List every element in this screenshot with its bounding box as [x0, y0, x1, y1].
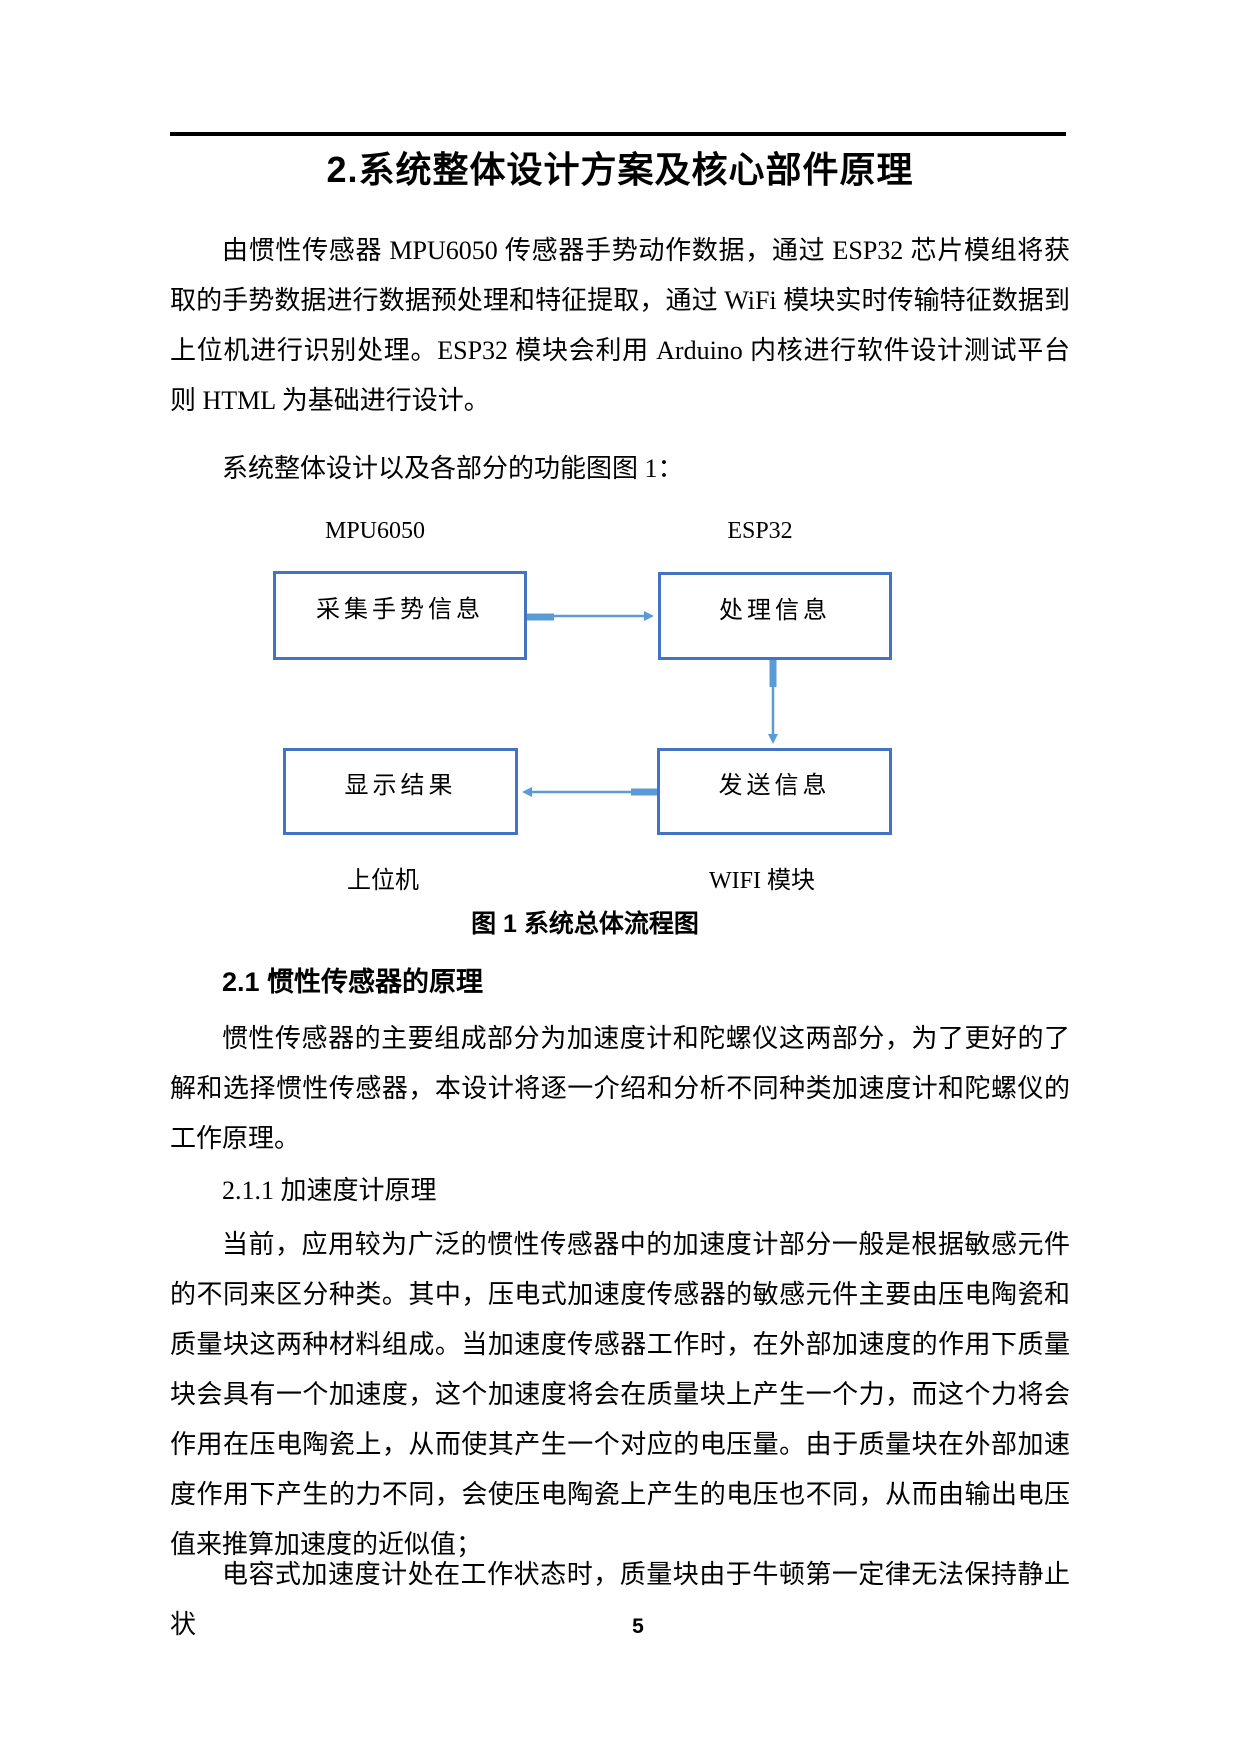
flowchart-connectors [522, 611, 778, 797]
flowchart-node-collect-gesture: 采集手势信息 [273, 571, 527, 660]
header-divider-rule [170, 132, 1066, 136]
flowchart-node-process-info: 处理信息 [658, 572, 892, 660]
flowchart-node-display-result: 显示结果 [283, 748, 518, 835]
figure-caption: 图 1 系统总体流程图 [471, 910, 699, 938]
flowchart-node-label: 处理信息 [719, 597, 831, 624]
paragraph-section-2-1-1-a: 当前，应用较为广泛的惯性传感器中的加速度计部分一般是根据敏感元件的不同来区分种类… [170, 1230, 1070, 1559]
paragraph-intro: 由惯性传感器 MPU6050 传感器手势动作数据，通过 ESP32 芯片模组将获… [170, 236, 1070, 415]
flowchart-node-label: 发送信息 [718, 773, 831, 799]
flowchart-node-send-info: 发送信息 [657, 748, 892, 835]
paragraph-section-2-1: 惯性传感器的主要组成部分为加速度计和陀螺仪这两部分，为了更好的了解和选择惯性传感… [170, 1024, 1070, 1153]
section-heading-2-1: 2.1 惯性传感器的原理 [222, 967, 484, 997]
page-title: 2.系统整体设计方案及核心部件原理 [326, 149, 914, 190]
flowchart-tag-host-computer: 上位机 [347, 868, 419, 894]
paragraph-figure-lead-in: 系统整体设计以及各部分的功能图图 1： [222, 454, 684, 483]
system-flowchart-figure: MPU6050 ESP32 采集手势信息 处理信息 显示结果 发送信息 [170, 505, 1070, 910]
flowchart-tag-esp32: ESP32 [727, 518, 793, 544]
flowchart-tag-wifi-module: WIFI 模块 [709, 868, 815, 894]
paragraph-section-2-1-1-b: 电容式加速度计处在工作状态时，质量块由于牛顿第一定律无法保持静止状 [170, 1560, 1070, 1639]
section-heading-2-1-1: 2.1.1 加速度计原理 [222, 1176, 437, 1205]
flowchart-node-label: 显示结果 [344, 773, 457, 799]
flowchart-node-label: 采集手势信息 [316, 597, 484, 623]
page-number: 5 [632, 1615, 644, 1638]
flowchart-tag-mpu6050: MPU6050 [324, 518, 426, 544]
